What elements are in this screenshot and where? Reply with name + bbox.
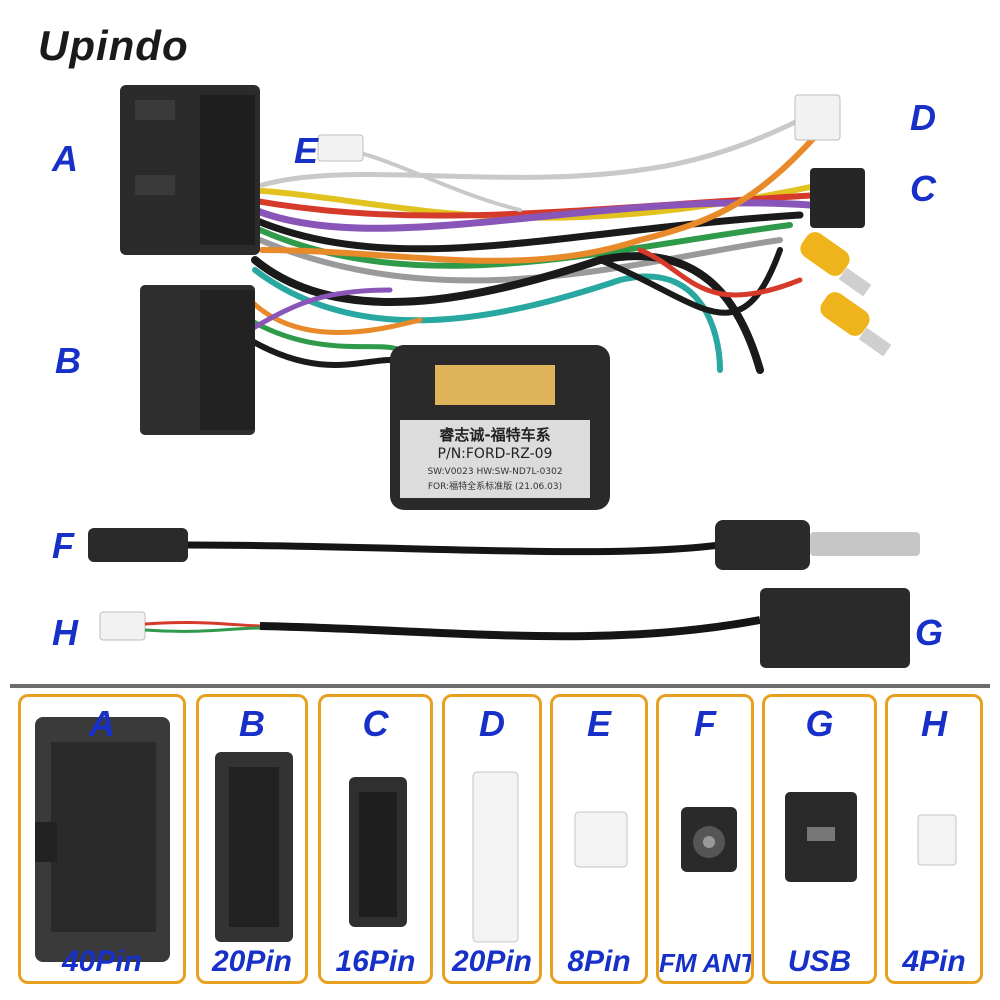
connector-e-photo xyxy=(574,811,628,868)
card-d: D 20Pin xyxy=(442,694,542,984)
label-e: E xyxy=(294,130,319,171)
label-d: D xyxy=(910,97,936,138)
card-letter: D xyxy=(479,703,505,744)
usb-cable xyxy=(99,588,910,668)
card-f: F FM ANT xyxy=(656,694,754,984)
card-pin: 16Pin xyxy=(335,945,416,978)
connector-d-photo xyxy=(472,771,519,943)
card-pin: 20Pin xyxy=(211,945,293,978)
card-pin: 4Pin xyxy=(902,945,966,978)
rca-plugs xyxy=(800,232,892,357)
label-b: B xyxy=(55,340,81,381)
card-letter: C xyxy=(362,703,389,744)
card-pin: 20Pin xyxy=(451,945,533,978)
label-h: H xyxy=(52,612,78,653)
card-e: E 8Pin xyxy=(550,694,648,984)
module-line3: SW:V0023 HW:SW-ND7L-0302 xyxy=(427,467,562,477)
card-letter: F xyxy=(694,703,716,744)
card-g: G USB xyxy=(762,694,877,984)
card-letter: G xyxy=(805,703,834,744)
card-letter: B xyxy=(239,703,265,744)
card-pin: FM ANT xyxy=(659,948,754,978)
card-pin: 8Pin xyxy=(567,945,631,978)
connector-a xyxy=(120,85,260,255)
module-line4: FOR:福特全系标准版 (21.06.03) xyxy=(428,480,562,492)
label-f: F xyxy=(52,525,74,566)
connector-c-photo xyxy=(349,777,407,927)
card-pin: USB xyxy=(787,945,852,978)
connector-h-photo xyxy=(917,814,957,866)
connector-a-photo xyxy=(35,717,170,962)
card-letter: A xyxy=(89,703,115,744)
connector-c xyxy=(810,168,865,228)
divider-line xyxy=(10,684,990,688)
card-c: C 16Pin xyxy=(318,694,433,984)
connector-d xyxy=(794,94,841,141)
fm-antenna-photo xyxy=(681,807,737,872)
brand-logo: Upindo xyxy=(38,22,189,69)
card-pin: 40Pin xyxy=(61,945,143,978)
usb-photo xyxy=(785,792,857,882)
wire-bundle xyxy=(247,107,833,374)
connector-e xyxy=(317,134,364,162)
card-b: B 20Pin xyxy=(196,694,308,984)
module-line2: P/N:FORD-RZ-09 xyxy=(438,446,553,462)
card-letter: H xyxy=(921,703,947,744)
connector-b xyxy=(140,285,255,435)
connector-b-photo xyxy=(215,752,293,942)
label-c: C xyxy=(910,168,936,209)
can-module xyxy=(390,345,610,510)
card-h: H 4Pin xyxy=(885,694,983,984)
label-g: G xyxy=(915,612,944,653)
antenna-cable xyxy=(88,520,920,570)
card-letter: E xyxy=(586,703,611,744)
label-a: A xyxy=(52,138,78,179)
module-line1: 睿志诚-福特车系 xyxy=(439,426,550,444)
card-a: A 40Pin xyxy=(18,694,186,984)
harness-photo: 睿志诚-福特车系 P/N:FORD-RZ-09 SW:V0023 HW:SW-N… xyxy=(88,85,920,668)
